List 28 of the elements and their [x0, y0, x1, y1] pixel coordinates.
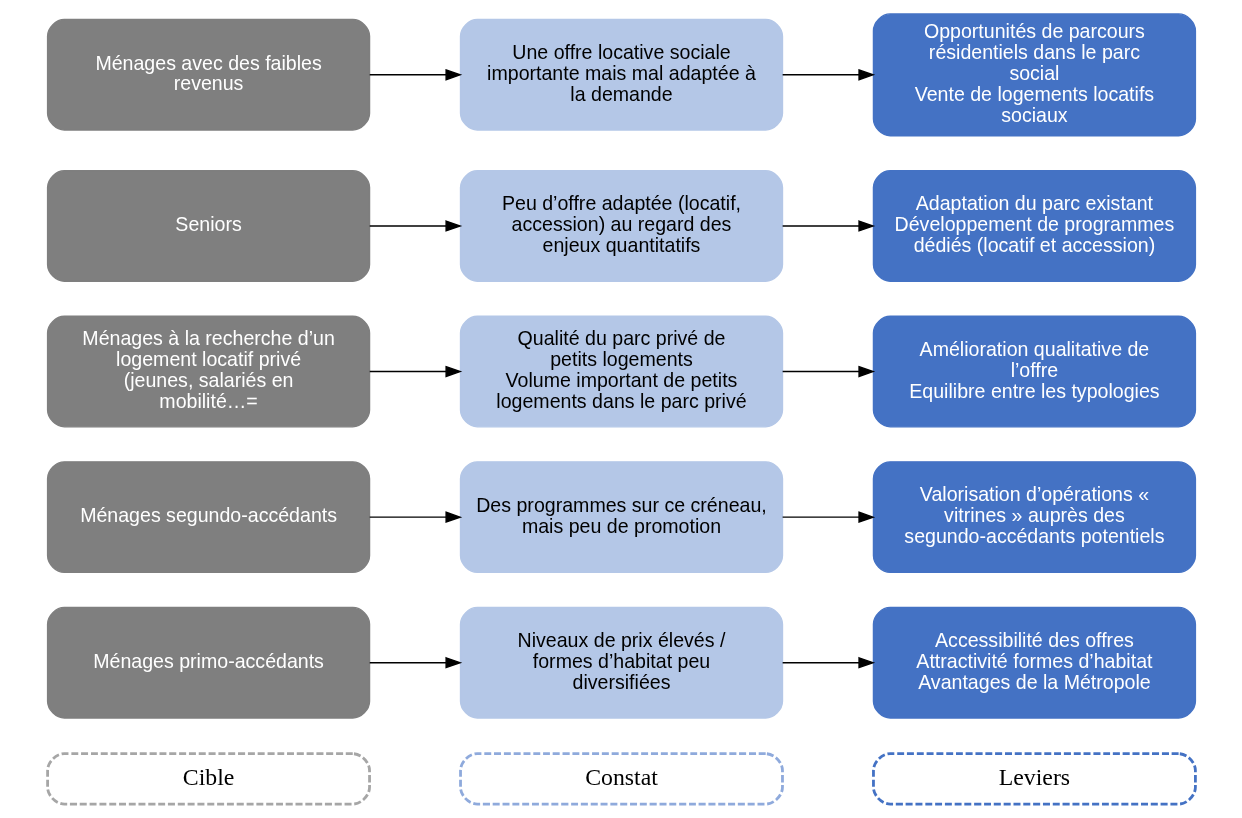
node-box: Niveaux de prix élevés / formes d’habitat peu diversifiées: [459, 606, 783, 719]
node-box: Cible: [45, 752, 371, 806]
arrow: [781, 365, 875, 378]
arrow: [368, 68, 462, 81]
arrow: [781, 68, 875, 81]
arrow: [368, 365, 462, 378]
arrow: [368, 220, 462, 232]
node-box: Ménages avec des faibles revenus: [46, 18, 370, 131]
node-box: Amélioration qualitative de l’offre Equilibre entre les typologies: [872, 315, 1196, 428]
node-box: Opportunités de parcours résidentiels dans le parc social Vente de logements locatifs sociaux: [872, 13, 1196, 137]
node-box: Ménages primo-accédants: [46, 606, 370, 719]
node-box: Des programmes sur ce créneau, mais peu de promotion: [459, 461, 783, 574]
node-box: Valorisation d’opérations « vitrines » auprès des segundo-accédants potentiels: [872, 461, 1196, 574]
node-box: Peu d’offre adaptée (locatif, accession) au regard des enjeux quantitatifs: [459, 170, 783, 282]
arrow: [781, 220, 875, 232]
node-box: Adaptation du parc existant Développement de programmes dédiés (locatif et accession): [872, 170, 1196, 282]
arrow: [781, 656, 875, 669]
arrow: [368, 511, 462, 523]
node-box: Accessibilité des offres Attractivité formes d’habitat Avantages de la Métropole: [872, 606, 1196, 719]
arrow: [368, 656, 462, 669]
node-box: Leviers: [871, 752, 1197, 806]
node-box: Qualité du parc privé de petits logements Volume important de petits logements dans le parc privé: [459, 315, 783, 428]
node-box: Constat: [458, 752, 784, 806]
node-box: Ménages segundo-accédants: [46, 461, 370, 574]
node-box: Seniors: [46, 170, 370, 282]
node-box: Ménages à la recherche d’un logement locatif privé (jeunes, salariés en mobilité…=: [46, 315, 370, 428]
node-box: Une offre locative sociale importante mais mal adaptée à la demande: [459, 18, 783, 131]
arrow: [781, 511, 875, 523]
